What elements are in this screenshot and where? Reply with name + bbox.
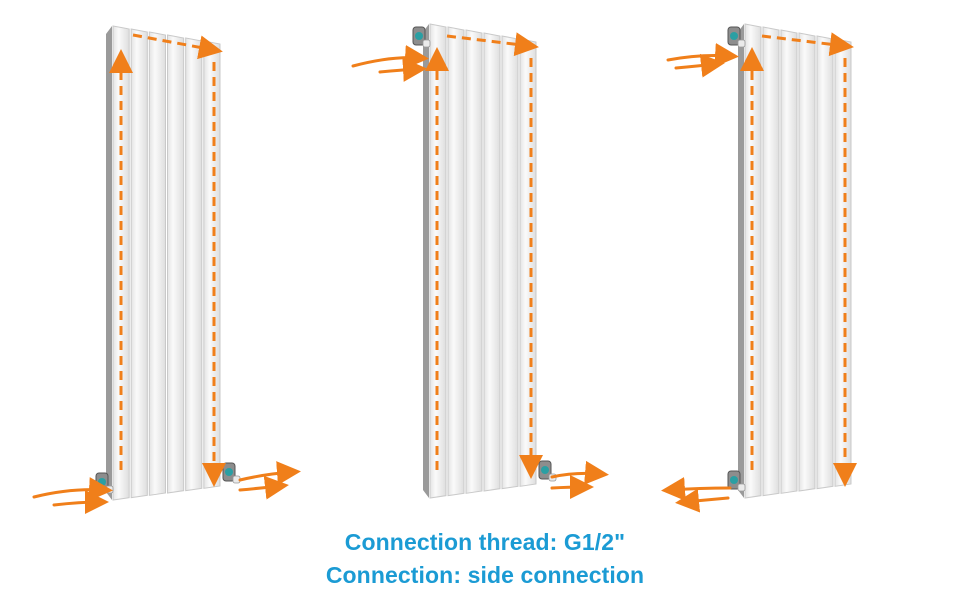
radiator-column — [185, 37, 203, 492]
outlet-valve-cap — [225, 468, 233, 476]
inlet-valve-nut — [105, 485, 114, 494]
outlet-arrow — [661, 477, 732, 501]
outlet-valve — [727, 470, 746, 492]
radiator-column — [130, 28, 148, 499]
outlet-valve-cap — [730, 476, 738, 484]
outlet-valve-cap — [541, 466, 549, 474]
radiator-bottom-side-connection — [95, 25, 241, 501]
radiator-side — [106, 26, 112, 500]
inlet-arrow — [666, 43, 739, 67]
inlet-arrow — [378, 57, 427, 82]
outlet-arrow — [675, 488, 730, 513]
radiator-column — [203, 40, 221, 489]
outlet-arrow — [238, 461, 301, 486]
radiator-column — [167, 34, 185, 494]
radiator-column — [744, 23, 762, 499]
flow-arrow-across-top — [132, 33, 223, 60]
radiator-top-inlet-bottom-return — [727, 23, 852, 499]
outlet-valve-nut — [737, 483, 746, 492]
radiator-column — [112, 25, 130, 501]
inlet-arrow — [32, 477, 113, 502]
radiator-column — [780, 29, 798, 494]
radiator-column — [834, 38, 852, 487]
inlet-valve-cap — [98, 478, 106, 486]
caption-connection-type: Connection: side connection — [325, 562, 645, 588]
inlet-arrow — [52, 490, 109, 515]
radiator-side — [423, 24, 429, 498]
radiator-column — [447, 26, 465, 497]
inlet-valve-cap — [415, 32, 423, 40]
caption-connection-thread: Connection thread: G1/2" — [344, 529, 626, 555]
outlet-valve — [222, 462, 241, 484]
inlet-valve-nut — [737, 39, 746, 48]
radiator-column — [429, 23, 447, 499]
inlet-valve — [412, 26, 431, 48]
radiator-column — [798, 32, 816, 492]
inlet-valve-nut — [422, 39, 431, 48]
outlet-arrow — [550, 460, 609, 485]
inlet-arrow — [674, 53, 725, 78]
radiator-top-inlet-bottom-outlet — [412, 23, 557, 499]
inlet-arrow — [351, 45, 429, 69]
radiator-column — [816, 35, 834, 490]
outlet-arrow — [550, 475, 594, 500]
inlet-valve — [727, 26, 746, 48]
radiator-column — [501, 35, 519, 490]
radiator-column — [483, 32, 501, 492]
radiator-column — [519, 38, 537, 487]
outlet-arrow — [238, 475, 289, 500]
radiator-column — [148, 31, 166, 496]
radiator-column — [465, 29, 483, 494]
inlet-valve-cap — [730, 32, 738, 40]
radiator-side — [738, 24, 744, 498]
radiator-column — [762, 26, 780, 497]
